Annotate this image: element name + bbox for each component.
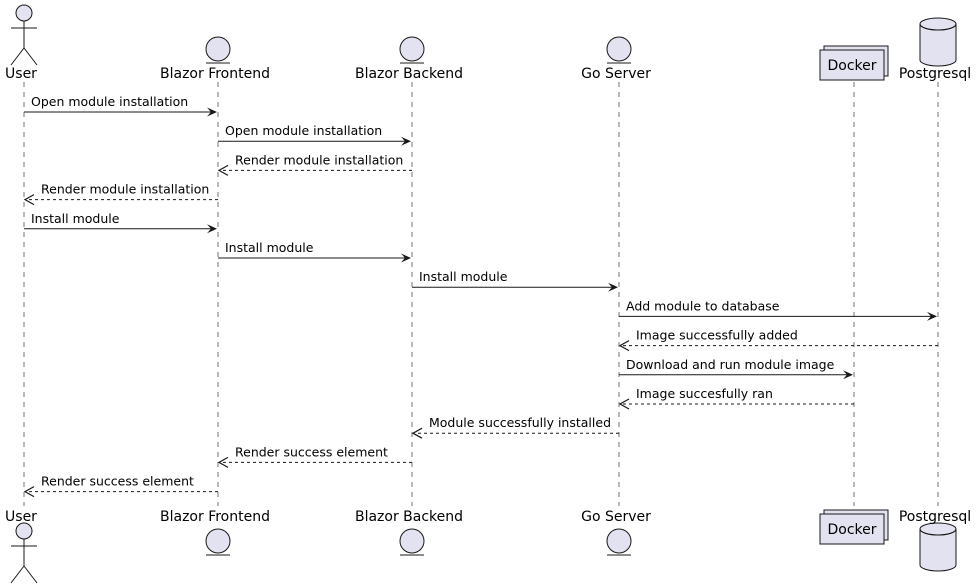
message-14: Render success element	[23, 474, 218, 498]
participant-user-top: User	[5, 4, 38, 82]
participant-pg-top: Postgresql	[899, 17, 971, 82]
participant-docker-bottom: Docker	[819, 509, 889, 545]
entity-circle	[606, 36, 632, 62]
participant-label: User	[5, 66, 37, 82]
message-label: Open module installation	[31, 94, 188, 109]
participant-go-bottom: Go Server	[581, 509, 651, 556]
message-label: Add module to database	[626, 298, 780, 313]
message-1: Open module installation	[24, 94, 217, 117]
message-label: Download and run module image	[626, 357, 835, 372]
participant-label: User	[5, 509, 37, 525]
message-5: Install module	[24, 211, 217, 234]
participant-backend-top: Blazor Backend	[355, 36, 463, 82]
database-rim	[919, 528, 957, 536]
arrow-head-icon	[217, 164, 229, 176]
participant-label: Postgresql	[899, 66, 971, 82]
arrow-head-icon	[401, 253, 411, 263]
actor-leg-left	[10, 47, 25, 66]
database-body	[919, 23, 957, 67]
entity-circle	[399, 528, 425, 554]
participant-pg-bottom: Postgresql	[899, 509, 971, 572]
message-11: Image succesfully ran	[618, 386, 854, 410]
message-label: Install module	[419, 269, 508, 284]
message-label: Install module	[225, 240, 314, 255]
message-10: Download and run module image	[619, 357, 853, 380]
collection-front	[819, 49, 885, 81]
actor-leg-left	[10, 565, 25, 584]
arrow-head-icon	[618, 398, 630, 410]
arrow-head-icon	[23, 194, 35, 206]
participant-label: Docker	[827, 522, 876, 538]
participant-label: Blazor Frontend	[160, 509, 270, 525]
message-label: Render module installation	[235, 152, 403, 167]
arrow-head-icon	[843, 370, 853, 380]
message-label: Render success element	[235, 444, 388, 459]
participant-go-top: Go Server	[581, 36, 651, 82]
actor-head	[15, 4, 33, 22]
participant-label: Blazor Frontend	[160, 66, 270, 82]
database-rim	[919, 23, 957, 31]
participant-label: Docker	[827, 58, 876, 74]
message-2: Open module installation	[218, 123, 411, 146]
participant-frontend-bottom: Blazor Frontend	[160, 509, 270, 556]
participant-label: Postgresql	[899, 509, 971, 525]
message-6: Install module	[218, 240, 411, 263]
entity-circle	[606, 528, 632, 554]
collection-front	[819, 513, 885, 545]
participant-frontend-top: Blazor Frontend	[160, 36, 270, 82]
message-label: Open module installation	[225, 123, 382, 138]
participant-user-bottom: User	[5, 509, 38, 584]
arrow-head-icon	[217, 456, 229, 468]
arrow-head-icon	[207, 224, 217, 234]
arrow-head-icon	[411, 427, 423, 439]
arrow-head-icon	[618, 340, 630, 352]
message-13: Render success element	[217, 444, 412, 468]
arrow-head-icon	[927, 311, 937, 321]
message-7: Install module	[412, 269, 618, 292]
actor-leg-right	[23, 565, 38, 584]
database-body	[919, 528, 957, 572]
arrow-head-icon	[207, 107, 217, 117]
arrow-head-icon	[608, 282, 618, 292]
entity-circle	[205, 528, 231, 554]
participant-label: Go Server	[581, 509, 651, 525]
participant-label: Blazor Backend	[355, 509, 463, 525]
arrow-head-icon	[23, 486, 35, 498]
message-4: Render module installation	[23, 182, 218, 206]
arrow-head-icon	[401, 136, 411, 146]
actor-leg-right	[23, 47, 38, 66]
participant-label: Blazor Backend	[355, 66, 463, 82]
participant-docker-top: Docker	[819, 45, 889, 81]
entity-circle	[399, 36, 425, 62]
message-label: Render success element	[41, 474, 194, 489]
message-label: Render module installation	[41, 182, 209, 197]
message-label: Image succesfully ran	[636, 386, 773, 401]
participant-backend-bottom: Blazor Backend	[355, 509, 463, 556]
message-8: Add module to database	[619, 298, 937, 321]
message-label: Install module	[31, 211, 120, 226]
participant-label: Go Server	[581, 66, 651, 82]
actor-head	[15, 522, 33, 540]
message-12: Module successfully installed	[411, 415, 619, 439]
message-9: Image successfully added	[618, 328, 938, 352]
message-3: Render module installation	[217, 152, 412, 176]
entity-circle	[205, 36, 231, 62]
message-label: Image successfully added	[636, 328, 798, 343]
message-label: Module successfully installed	[429, 415, 611, 430]
